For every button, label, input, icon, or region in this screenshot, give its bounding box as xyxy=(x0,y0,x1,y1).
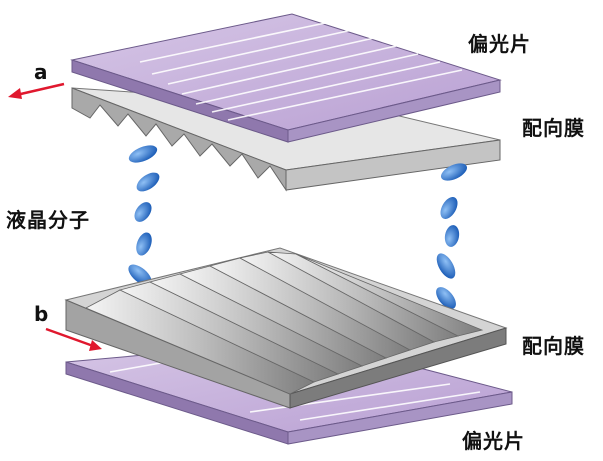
arrow-b xyxy=(45,327,102,351)
label-top-polarizer: 偏光片 xyxy=(468,32,531,56)
lc-molecule xyxy=(136,232,152,256)
lc-molecule xyxy=(444,225,460,247)
lc-molecule xyxy=(136,172,160,192)
top-polarizer-lines xyxy=(139,21,463,121)
label-arrow-a: a xyxy=(34,60,48,84)
top-polarizer xyxy=(70,13,502,143)
lc-molecule xyxy=(440,163,468,181)
lc-molecule xyxy=(128,145,158,163)
label-bottom-alignment-film: 配向膜 xyxy=(522,334,585,358)
lc-molecule xyxy=(436,253,456,279)
bottom-alignment-film xyxy=(64,247,508,409)
label-lc-molecules: 液晶分子 xyxy=(6,208,90,232)
label-arrow-b: b xyxy=(34,302,49,326)
label-bottom-polarizer: 偏光片 xyxy=(462,429,525,453)
bottom-alignment-ridges xyxy=(85,251,484,395)
top-alignment-teeth xyxy=(71,87,287,192)
lc-molecule xyxy=(440,197,458,219)
lc-molecule xyxy=(134,202,152,222)
label-top-alignment-film: 配向膜 xyxy=(522,116,585,140)
arrow-a xyxy=(8,82,65,99)
lc-molecule xyxy=(436,287,456,309)
